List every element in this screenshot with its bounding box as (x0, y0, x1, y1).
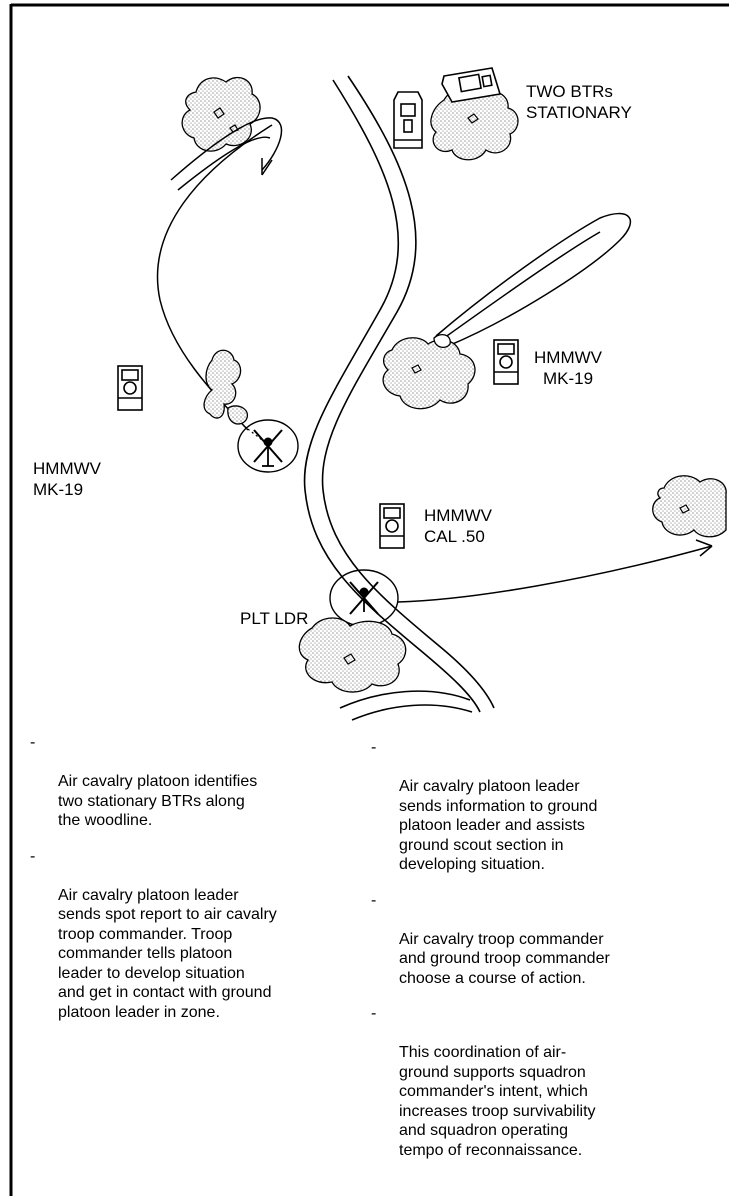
bullet-dash: - (30, 733, 35, 753)
bullet-dash: - (371, 891, 376, 911)
note-text: Air cavalry platoon leader sends informa… (399, 778, 597, 873)
notes-right-column: - Air cavalry platoon leader sends infor… (371, 738, 721, 1176)
helicopter-1 (238, 420, 298, 472)
label-mk19-left: MK-19 (33, 480, 83, 500)
woods-btr (431, 89, 518, 160)
notes-left-column: - Air cavalry platoon identifies two sta… (30, 733, 360, 1038)
note-right-2: - Air cavalry troop commander and ground… (371, 891, 721, 989)
note-left-1: - Air cavalry platoon identifies two sta… (30, 733, 360, 831)
note-text: This coordination of air- ground support… (399, 1044, 596, 1159)
helicopter-2 (330, 570, 398, 626)
label-hmmwv-center: HMMWV (424, 506, 492, 526)
note-right-1: - Air cavalry platoon leader sends infor… (371, 738, 721, 875)
note-text: Air cavalry platoon identifies two stati… (58, 773, 257, 829)
label-two-btrs: TWO BTRs (526, 82, 613, 102)
btr-vehicle-1 (394, 92, 422, 148)
note-right-3: - This coordination of air- ground suppo… (371, 1004, 721, 1160)
bullet-dash: - (371, 738, 376, 758)
note-left-2: - Air cavalry platoon leader sends spot … (30, 847, 360, 1023)
bullet-dash: - (371, 1004, 376, 1024)
woods-right-middle (383, 335, 475, 409)
hmmwv-vehicle-center (380, 504, 404, 548)
note-text: Air cavalry platoon leader sends spot re… (58, 887, 277, 1021)
label-cal50: CAL .50 (424, 527, 485, 547)
label-stationary: STATIONARY (526, 103, 632, 123)
hmmwv-vehicle-left (118, 366, 142, 410)
hmmwv-vehicle-right (494, 340, 518, 384)
label-hmmwv-right: HMMWV (534, 348, 602, 368)
flight-path-right (436, 214, 630, 346)
woods-left-middle (204, 350, 262, 440)
road-segment-bottom (340, 691, 472, 720)
note-text: Air cavalry troop commander and ground t… (399, 931, 610, 987)
bullet-dash: - (30, 847, 35, 867)
label-mk19-right: MK-19 (543, 369, 593, 389)
label-plt-ldr: PLT LDR (240, 609, 308, 629)
label-hmmwv-left: HMMWV (33, 459, 101, 479)
woods-right-lower (653, 476, 726, 537)
flight-path-lower (398, 540, 712, 602)
woods-bottom (299, 618, 405, 692)
